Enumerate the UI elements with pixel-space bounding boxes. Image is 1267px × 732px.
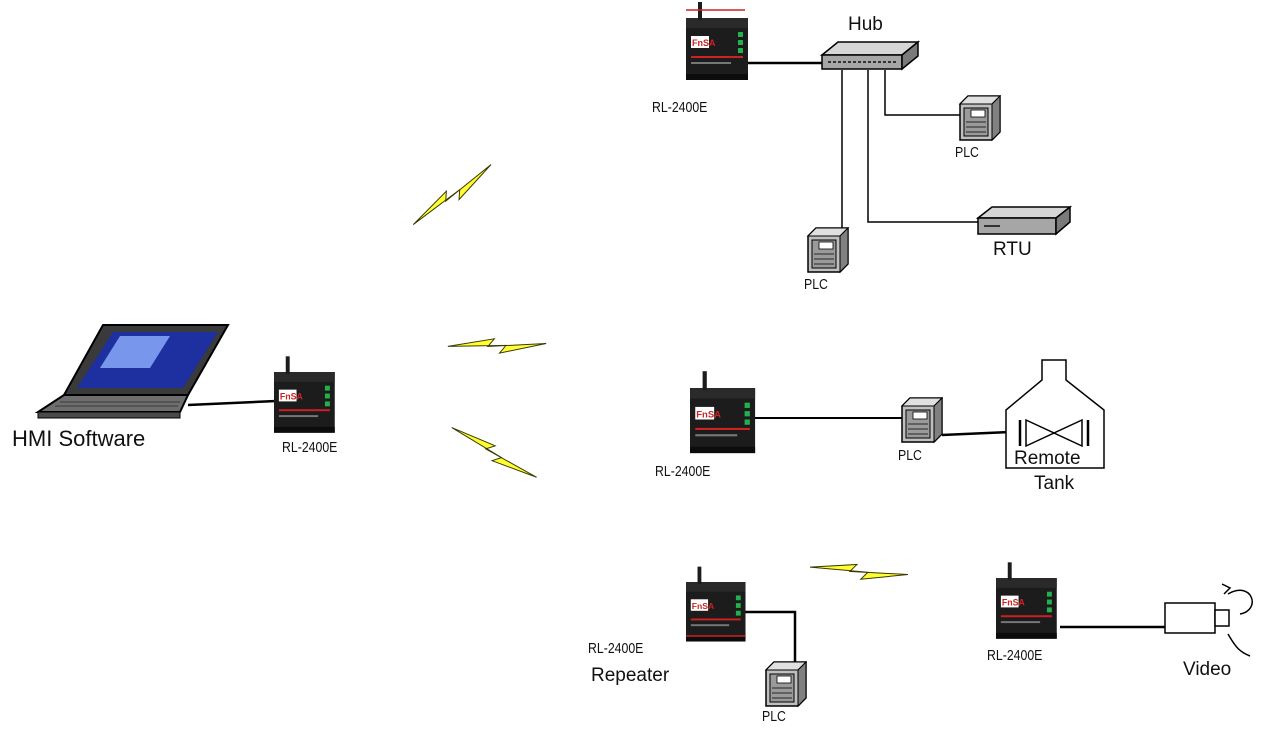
wireless-link-repeater	[448, 418, 539, 488]
wire-hub-plc-bottom	[830, 70, 843, 233]
plc-repeater-icon	[765, 661, 807, 707]
radio-hub-icon	[686, 2, 748, 80]
label-rtu: RTU	[993, 239, 1032, 260]
wire-repeater-plc	[745, 610, 797, 672]
label-tank-line1: Remote	[1014, 448, 1081, 469]
wireless-link-tank	[447, 335, 547, 357]
laptop-icon	[34, 324, 230, 419]
wire-plc-tank	[941, 430, 1011, 437]
wireless-link-video	[808, 556, 909, 587]
label-radio-base: RL-2400E	[282, 439, 338, 456]
plc-tank-icon	[901, 397, 943, 443]
hub-icon	[819, 40, 921, 71]
remote-tank-icon	[1005, 359, 1105, 469]
radio-repeater-icon	[686, 566, 746, 642]
label-plc-hub-bottom: PLC	[804, 276, 828, 293]
wire-hub-plc-right	[884, 70, 960, 116]
wires	[187, 61, 1165, 672]
plc-hub-right-icon	[959, 95, 1001, 141]
label-radio-repeater: RL-2400E	[588, 640, 644, 657]
rtu-icon	[975, 205, 1073, 236]
label-video: Video	[1183, 659, 1232, 680]
label-repeater: Repeater	[591, 665, 670, 686]
label-plc-hub-right: PLC	[955, 144, 979, 161]
label-plc-repeater: PLC	[762, 708, 786, 725]
radio-tank-icon	[690, 371, 756, 454]
label-radio-hub: RL-2400E	[652, 99, 708, 116]
radio-video-icon	[996, 562, 1057, 639]
label-radio-video: RL-2400E	[987, 647, 1043, 664]
label-tank-line2: Tank	[1034, 473, 1075, 494]
wire-laptop-radio	[187, 399, 277, 407]
label-hub: Hub	[848, 14, 883, 35]
wire-hub-rtu	[867, 70, 980, 223]
plc-hub-bottom-icon	[807, 227, 849, 273]
label-plc-tank: PLC	[898, 447, 922, 464]
label-radio-tank: RL-2400E	[655, 463, 711, 480]
wireless-link-hub	[407, 162, 499, 229]
label-hmi-software: HMI Software	[12, 426, 146, 451]
radio-base-icon	[274, 356, 335, 433]
video-camera-icon	[1164, 583, 1253, 657]
